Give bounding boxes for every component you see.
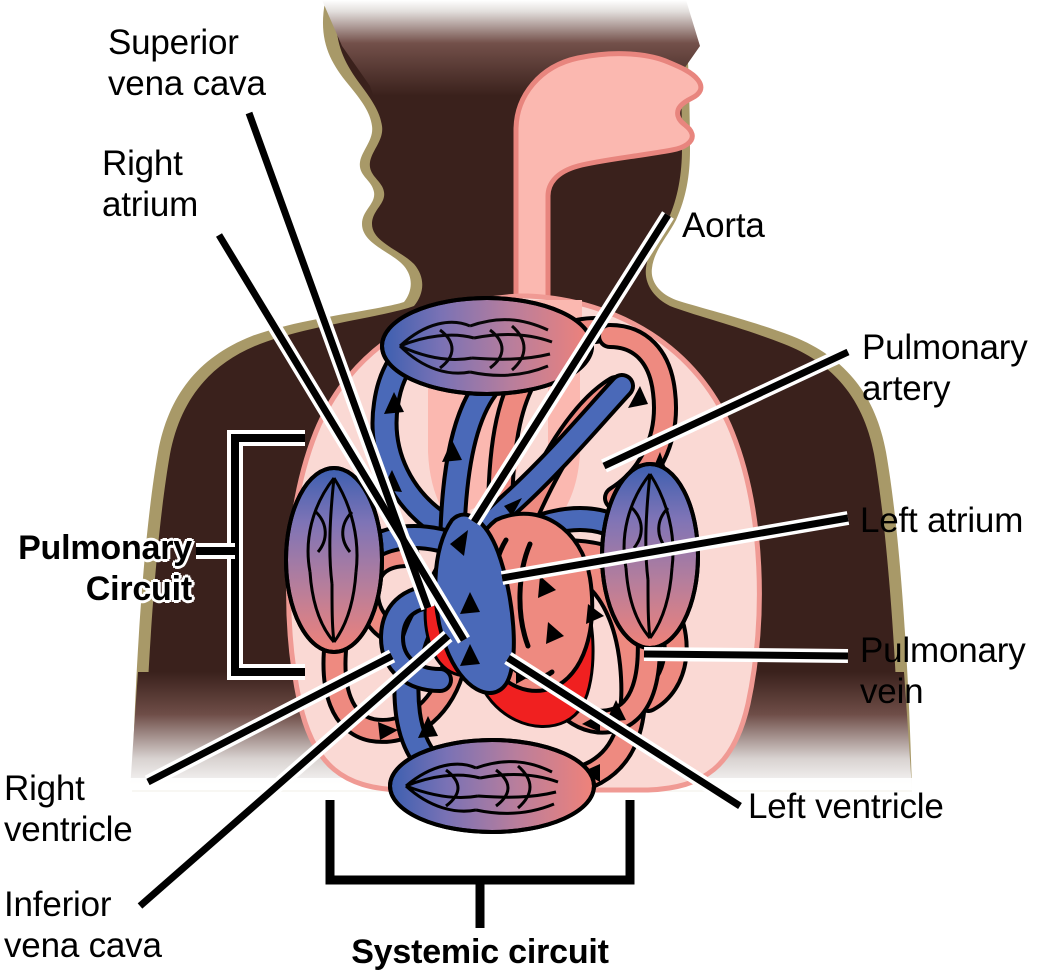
airway-pharynx <box>513 51 704 333</box>
capillary-bed-lower-body <box>388 738 596 834</box>
bracket-pulmonary-circuit <box>196 430 305 680</box>
leader-right-atrium <box>216 233 467 642</box>
label-pulmonary-artery: Pulmonary artery <box>862 328 1028 408</box>
leader-left-atrium <box>501 514 849 582</box>
label-left-ventricle: Left ventricle <box>748 787 944 826</box>
heart <box>423 511 595 728</box>
label-right-atrium: Right atrium <box>102 144 199 224</box>
leader-inferior-vena-cava <box>137 633 451 909</box>
label-inferior-vena-cava: Inferior vena cava <box>4 885 162 965</box>
label-pulmonary-vein: Pulmonary vein <box>860 631 1026 711</box>
label-right-ventricle: Right ventricle <box>4 769 133 849</box>
label-systemic-circuit: Systemic circuit <box>351 933 609 971</box>
leader-right-ventricle <box>146 652 394 786</box>
leader-pulmonary-artery <box>602 348 850 470</box>
chamber-line <box>517 541 533 649</box>
label-superior-vena-cava: Superior vena cava <box>108 23 266 103</box>
label-aorta: Aorta <box>682 206 765 245</box>
leader-aorta <box>471 213 671 524</box>
leader-pulmonary-vein <box>643 650 849 660</box>
label-pulmonary-circuit: Pulmonary Circuit <box>18 529 192 608</box>
label-left-atrium: Left atrium <box>860 501 1024 540</box>
leader-lines <box>135 110 851 912</box>
capillary-bed-lung-left <box>284 466 384 654</box>
leader-left-ventricle <box>506 655 742 809</box>
bracket-systemic-circuit <box>325 800 635 928</box>
